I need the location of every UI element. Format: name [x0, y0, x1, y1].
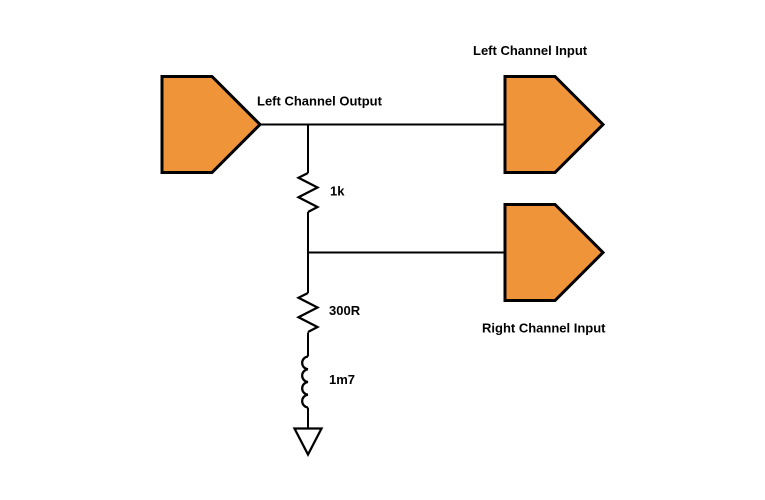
right-channel-input-label: Right Channel Input	[482, 321, 606, 336]
right-channel-input-connector	[503, 203, 606, 302]
resistor-300r-value-label: 300R	[329, 303, 361, 318]
connectors	[160, 75, 606, 302]
left-channel-output-label: Left Channel Output	[257, 94, 383, 109]
resistor-1k-symbol	[296, 171, 320, 213]
left-channel-input-label: Left Channel Input	[473, 43, 588, 58]
components	[292, 171, 324, 457]
inductor-1m7-value-label: 1m7	[329, 372, 355, 387]
wires	[257, 123, 505, 429]
left-channel-output-connector	[160, 75, 263, 174]
inductor-1m7-symbol	[301, 355, 309, 409]
left-channel-input-connector	[503, 75, 606, 174]
resistor-300r-symbol	[296, 291, 320, 333]
ground-symbol	[292, 427, 324, 457]
resistor-1k-value-label: 1k	[330, 184, 345, 199]
labels: Left Channel Output Left Channel Input R…	[257, 43, 606, 387]
